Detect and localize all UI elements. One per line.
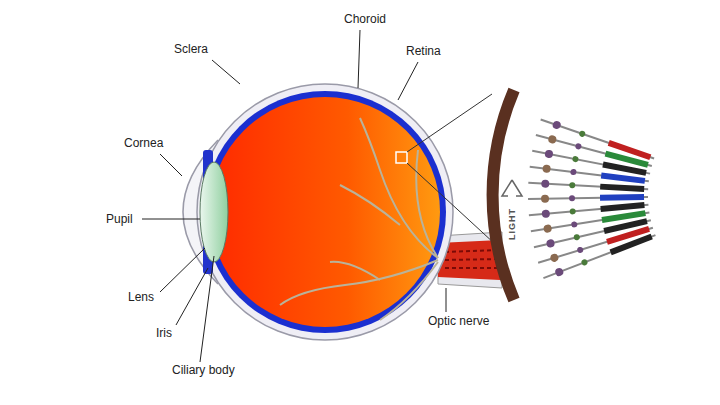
optic-nerve-fibres bbox=[445, 250, 498, 268]
inset-marker bbox=[396, 152, 407, 163]
part-label: LIGHT bbox=[505, 208, 519, 240]
vitreous-shape bbox=[210, 97, 440, 327]
part-label: Lens bbox=[128, 290, 154, 304]
inset-leader bbox=[407, 94, 492, 152]
part-label: Sclera bbox=[174, 42, 208, 56]
part-label: Iris bbox=[156, 326, 172, 340]
sclera-shape bbox=[197, 84, 453, 340]
light-arrow bbox=[502, 180, 522, 196]
part-label: Optic nerve bbox=[428, 314, 489, 328]
inset-leader bbox=[407, 163, 495, 244]
lens-shape bbox=[200, 162, 228, 262]
part-label: Cornea bbox=[124, 136, 163, 150]
blood-vessels bbox=[280, 118, 438, 320]
part-label: Choroid bbox=[344, 12, 386, 26]
part-label: Ciliary body bbox=[172, 363, 235, 377]
part-label: Retina bbox=[406, 44, 441, 58]
leader-lines bbox=[142, 30, 446, 362]
retina-cells bbox=[528, 116, 657, 282]
part-label: Pupil bbox=[106, 212, 133, 226]
choroid-shape bbox=[204, 91, 446, 333]
